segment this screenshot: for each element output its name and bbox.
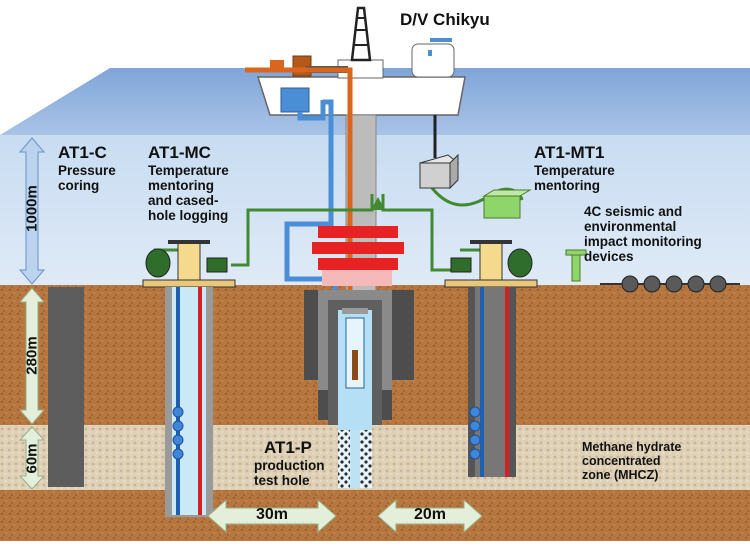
distance-arrow-left [207,498,337,534]
blue-line [284,99,338,310]
gray-sensor-box [418,153,460,190]
water-depth-label: 1000m [23,185,41,232]
mhcz-depth-label: 60m [23,443,41,474]
at1p-desc: production test hole [254,458,325,489]
mt1-wellhead [444,240,538,288]
at1p-title: AT1-P [264,438,312,457]
distance-left-label: 30m [255,506,289,523]
at1mc-desc: Temperature mentoring and cased- hole lo… [148,163,229,224]
seismic-label: 4C seismic and environmental impact moni… [584,204,702,265]
at1c-title: AT1-C [58,143,107,162]
at1p-well [304,290,414,488]
at1c-borehole [48,287,84,487]
green-triangle [371,197,385,210]
sensor-nodes [621,275,727,293]
depth-arrows [18,137,46,285]
bop-stack [312,226,404,286]
vessel-name: D/V Chikyu [400,10,490,29]
at1mt1-well [468,287,516,477]
water-depth-arrow [18,137,46,285]
mhcz-depth-arrow [18,426,46,490]
overburden-depth-arrow [18,287,46,425]
at1mt1-desc: Temperature mentoring [534,163,615,194]
sediment-lower [0,490,750,541]
mc-wellhead [142,240,236,288]
at1mt1-title: AT1-MT1 [534,143,605,162]
mhcz-label: Methane hydrate concentrated zone (MHCZ) [582,440,682,482]
mhcz-layer [0,425,750,490]
green-sensor-box [482,189,532,219]
overburden-depth-label: 280m [23,336,41,375]
at1mc-well [165,287,213,517]
at1c-desc: Pressure coring [58,163,116,194]
pedestal [565,249,587,256]
at1mc-title: AT1-MC [148,143,211,162]
distance-arrow-right [377,498,483,534]
distance-right-label: 20m [413,506,447,523]
